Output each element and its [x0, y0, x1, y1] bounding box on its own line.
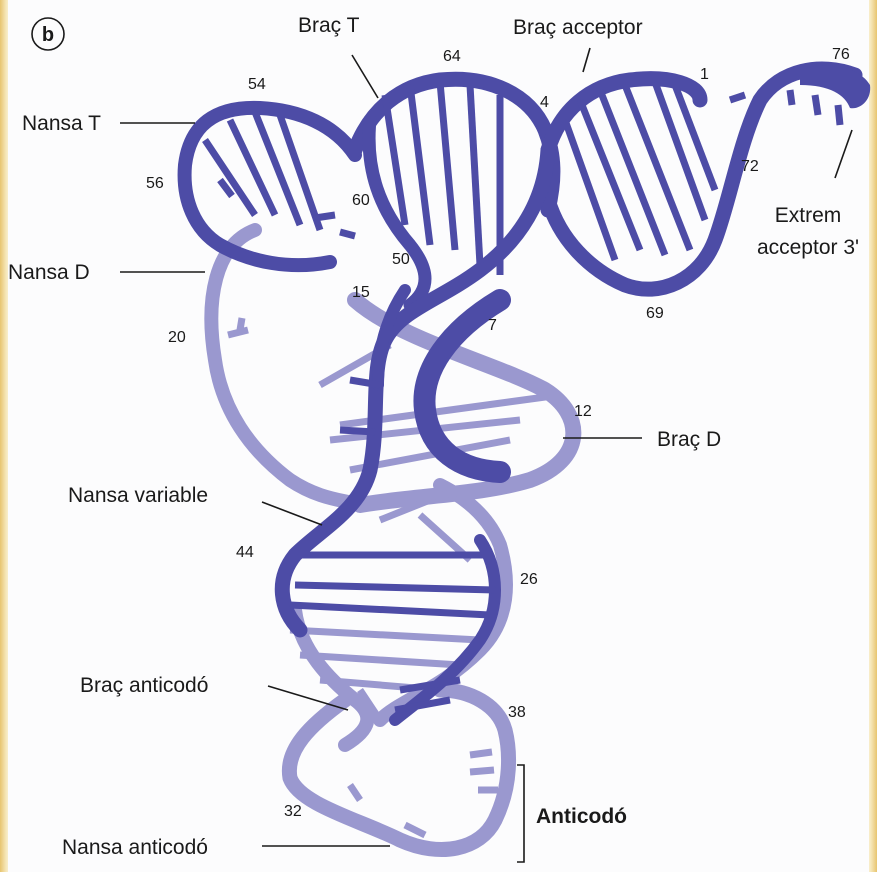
stem-pair — [340, 430, 375, 432]
d-loop-base — [240, 318, 242, 330]
acceptor-base — [815, 95, 818, 115]
anticodon-base — [470, 752, 492, 755]
brac-t-leader — [352, 55, 378, 98]
t-arm-pair — [440, 82, 455, 250]
anticodon-base — [405, 825, 425, 835]
nucleotide-4: 4 — [540, 94, 549, 111]
nansa-variable-label: Nansa variable — [68, 484, 208, 507]
nucleotide-12: 12 — [574, 403, 592, 420]
brac-t-label: Braç T — [298, 14, 360, 37]
stem-pair — [295, 585, 495, 590]
nucleotide-50: 50 — [392, 251, 410, 268]
acceptor-pair — [625, 85, 690, 250]
t-arm-pair — [255, 112, 300, 225]
t-loop-base — [340, 232, 355, 236]
nucleotide-54: 54 — [248, 76, 266, 93]
t-arm-pair — [230, 120, 275, 215]
nansa-anticodo-label: Nansa anticodó — [62, 836, 208, 859]
t-arm-pair — [280, 115, 320, 230]
brac-anticodo-label: Braç anticodó — [80, 674, 208, 697]
extrem-label-line1: Extrem — [775, 204, 842, 227]
nucleotide-69: 69 — [646, 305, 664, 322]
dark-strand — [185, 66, 871, 720]
nucleotide-7: 7 — [488, 317, 497, 334]
nansa-d-label: Nansa D — [8, 261, 90, 284]
nucleotide-76: 76 — [832, 46, 850, 63]
anticodo-bracket — [517, 765, 524, 862]
nucleotide-64: 64 — [443, 48, 461, 65]
nucleotide-72: 72 — [741, 158, 759, 175]
stem-pair — [290, 605, 490, 615]
anticodo-label: Anticodó — [536, 805, 627, 828]
brac-acceptor-leader — [583, 48, 590, 72]
t-loop-base — [315, 215, 335, 218]
anticodon-base — [470, 770, 494, 772]
brac-acceptor-label: Braç acceptor — [513, 16, 643, 39]
nansa-variable-leader — [262, 502, 322, 525]
nucleotide-56: 56 — [146, 175, 164, 192]
nucleotide-1: 1 — [700, 66, 709, 83]
anticodon-base — [350, 785, 360, 800]
acceptor-base — [790, 90, 792, 105]
acceptor-base — [838, 105, 840, 125]
panel-letter-text: b — [42, 24, 54, 46]
stem-pair — [350, 380, 380, 385]
acceptor-base — [730, 95, 745, 100]
nucleotide-44: 44 — [236, 544, 254, 561]
nucleotide-26: 26 — [520, 571, 538, 588]
nansa-t-label: Nansa T — [22, 112, 101, 135]
panel-letter: b — [32, 18, 64, 50]
t-arm-pair — [410, 85, 430, 245]
brac-d-label: Braç D — [657, 428, 721, 451]
d-loop-base — [228, 330, 248, 335]
nucleotide-60: 60 — [352, 192, 370, 209]
nucleotide-32: 32 — [284, 803, 302, 820]
t-arm-pair — [470, 85, 480, 265]
anticodon-pair — [290, 630, 480, 640]
extrem-leader — [835, 130, 852, 178]
nucleotide-20: 20 — [168, 329, 186, 346]
t-loop-strand — [185, 108, 355, 265]
nucleotide-38: 38 — [508, 704, 526, 721]
nucleotide-15: 15 — [352, 284, 370, 301]
extrem-label-line2: acceptor 3' — [757, 236, 859, 259]
